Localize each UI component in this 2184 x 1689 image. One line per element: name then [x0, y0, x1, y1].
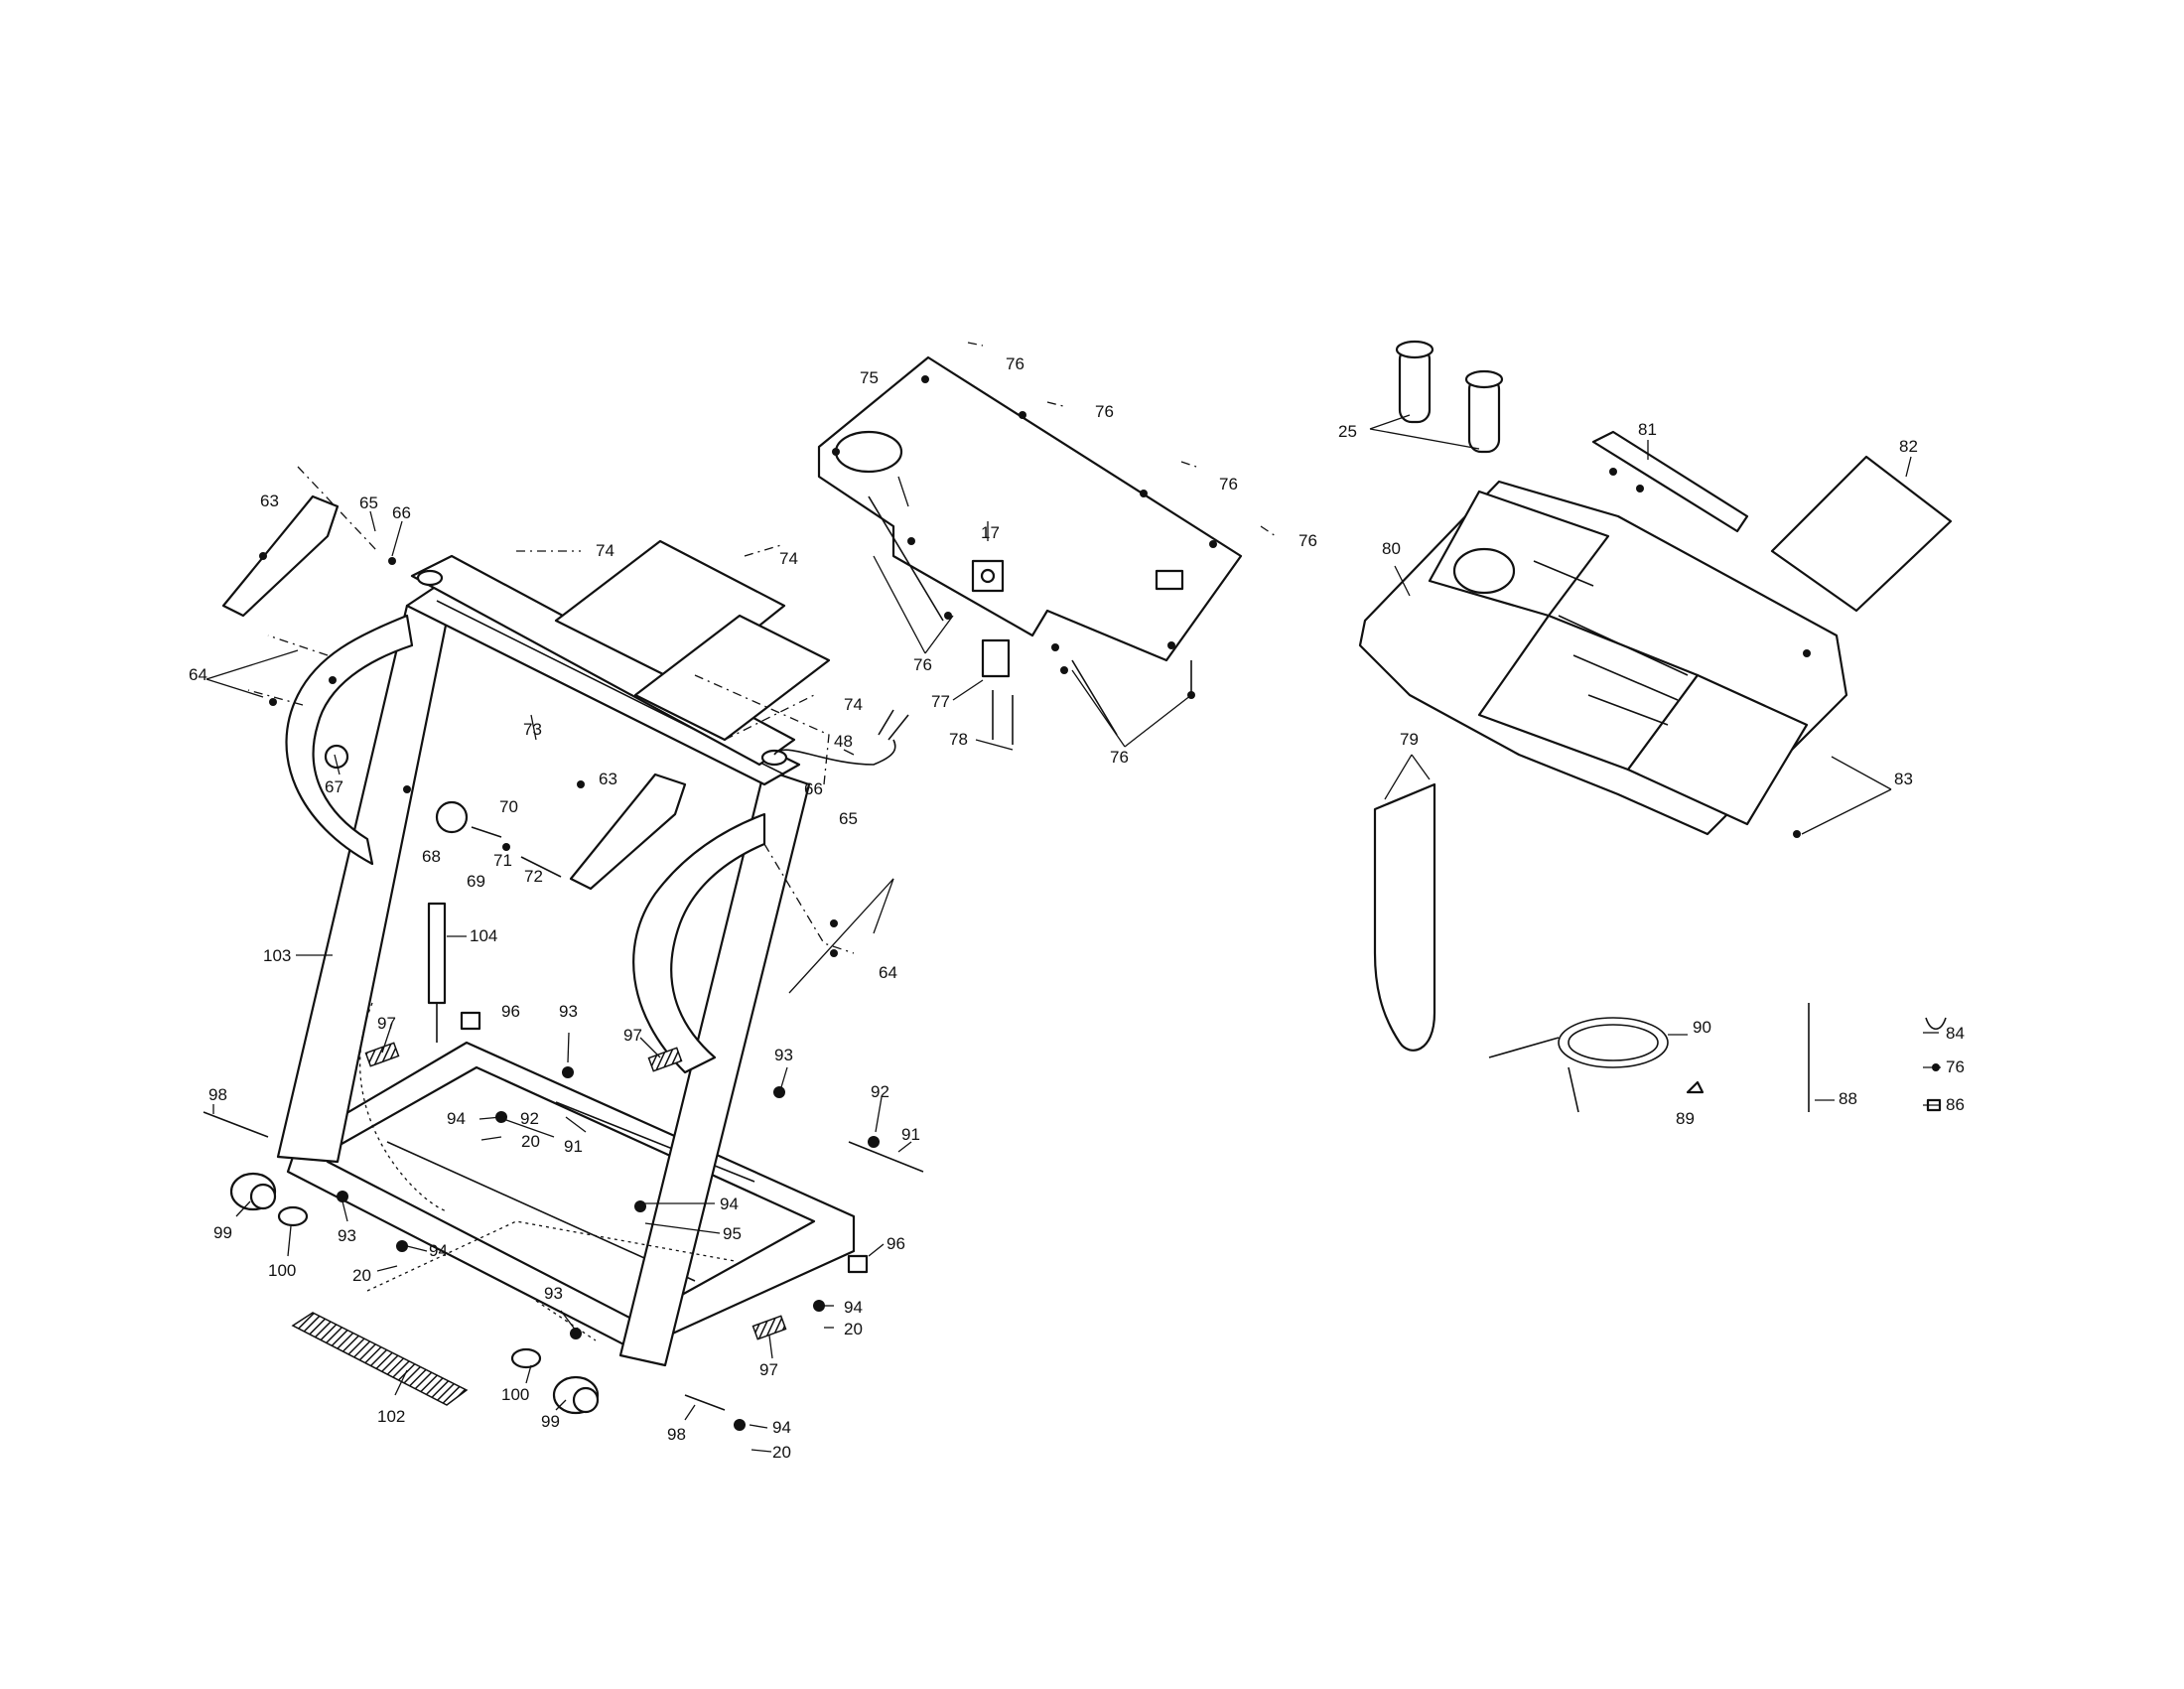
label-63-right: 63 — [599, 770, 617, 788]
motor-hood-assembly — [773, 342, 1277, 766]
label-94-b: 94 — [429, 1241, 448, 1260]
label-95: 95 — [723, 1224, 742, 1243]
label-25: 25 — [1338, 422, 1357, 441]
label-92-b: 92 — [871, 1082, 889, 1101]
leader-lines — [205, 414, 1941, 1453]
label-96-b: 96 — [887, 1234, 905, 1253]
label-90: 90 — [1693, 1018, 1711, 1037]
label-88: 88 — [1839, 1089, 1857, 1108]
grip-25-right — [1467, 375, 1501, 454]
pad-63-right — [569, 773, 687, 891]
label-92-a: 92 — [520, 1109, 539, 1128]
label-65-left: 65 — [359, 493, 378, 512]
label-17: 17 — [981, 523, 1000, 542]
label-89: 89 — [1676, 1109, 1695, 1128]
label-99-a: 99 — [213, 1223, 232, 1242]
bracket-81 — [1591, 430, 1749, 533]
label-65-right: 65 — [839, 809, 858, 828]
label-20-a: 20 — [521, 1132, 540, 1151]
label-76-g: 76 — [1946, 1057, 1965, 1076]
label-94-c: 94 — [720, 1195, 739, 1213]
label-77: 77 — [931, 692, 950, 711]
motor-hood-75 — [817, 355, 1243, 662]
label-80: 80 — [1382, 539, 1401, 558]
label-76-d: 76 — [1298, 531, 1317, 550]
label-96-a: 96 — [501, 1002, 520, 1021]
label-100-b: 100 — [501, 1385, 529, 1404]
label-86: 86 — [1946, 1095, 1965, 1114]
label-20-c: 20 — [844, 1320, 863, 1338]
label-78: 78 — [949, 730, 968, 749]
label-64-right: 64 — [879, 963, 897, 982]
label-97-a: 97 — [377, 1014, 396, 1033]
label-66-left: 66 — [392, 503, 411, 522]
label-102: 102 — [377, 1407, 405, 1426]
label-84: 84 — [1946, 1024, 1965, 1043]
label-71: 71 — [493, 851, 512, 870]
right-handrail — [632, 812, 766, 1074]
label-63-left: 63 — [260, 492, 279, 510]
label-70: 70 — [499, 797, 518, 816]
label-103: 103 — [263, 946, 291, 965]
label-48: 48 — [834, 732, 853, 751]
mat-102 — [291, 1312, 469, 1406]
label-93-c: 93 — [338, 1226, 356, 1245]
cable-48 — [773, 739, 896, 766]
label-76-f: 76 — [1110, 748, 1129, 767]
bracket-77 — [981, 638, 1011, 678]
label-97-b: 97 — [623, 1026, 642, 1045]
console-assembly — [1358, 340, 1953, 1113]
label-100-a: 100 — [268, 1261, 296, 1280]
label-20-b: 20 — [352, 1266, 371, 1285]
label-82: 82 — [1899, 437, 1918, 456]
label-75: 75 — [860, 368, 879, 387]
label-76-a: 76 — [1006, 354, 1024, 373]
strap-79 — [1373, 782, 1436, 1052]
label-68: 68 — [422, 847, 441, 866]
label-93-d: 93 — [544, 1284, 563, 1303]
upright-frame-assembly — [203, 466, 924, 1431]
label-97-c: 97 — [759, 1360, 778, 1379]
label-74-a: 74 — [596, 541, 614, 560]
label-72: 72 — [524, 867, 543, 886]
label-67: 67 — [325, 777, 343, 796]
label-104: 104 — [470, 926, 497, 945]
label-94-e: 94 — [772, 1418, 791, 1437]
label-73: 73 — [523, 720, 542, 739]
label-99-b: 99 — [541, 1412, 560, 1431]
shock-104 — [427, 902, 447, 1005]
label-76-c: 76 — [1219, 475, 1238, 493]
left-handrail — [285, 614, 414, 866]
grip-25-left — [1398, 346, 1432, 424]
pad-63-left — [221, 494, 340, 618]
label-76-b: 76 — [1095, 402, 1114, 421]
label-66-right: 66 — [804, 779, 823, 798]
label-81: 81 — [1638, 420, 1657, 439]
label-91-b: 91 — [901, 1125, 920, 1144]
cable-coil-90 — [1558, 1017, 1669, 1068]
cover-82 — [1770, 455, 1953, 613]
label-94-a: 94 — [447, 1109, 466, 1128]
label-64-left: 64 — [189, 665, 207, 684]
label-93-a: 93 — [559, 1002, 578, 1021]
right-upright — [618, 768, 811, 1367]
label-69: 69 — [467, 872, 485, 891]
label-74-c: 74 — [844, 695, 863, 714]
label-98-a: 98 — [208, 1085, 227, 1104]
label-91-a: 91 — [564, 1137, 583, 1156]
label-93-b: 93 — [774, 1046, 793, 1064]
label-94-d: 94 — [844, 1298, 863, 1317]
label-98-b: 98 — [667, 1425, 686, 1444]
label-76-e: 76 — [913, 655, 932, 674]
label-20-d: 20 — [772, 1443, 791, 1462]
label-74-b: 74 — [779, 549, 798, 568]
label-79: 79 — [1400, 730, 1419, 749]
label-83: 83 — [1894, 770, 1913, 788]
part-labels: 63 65 66 64 67 73 74 74 74 48 75 76 76 7… — [189, 354, 1965, 1462]
